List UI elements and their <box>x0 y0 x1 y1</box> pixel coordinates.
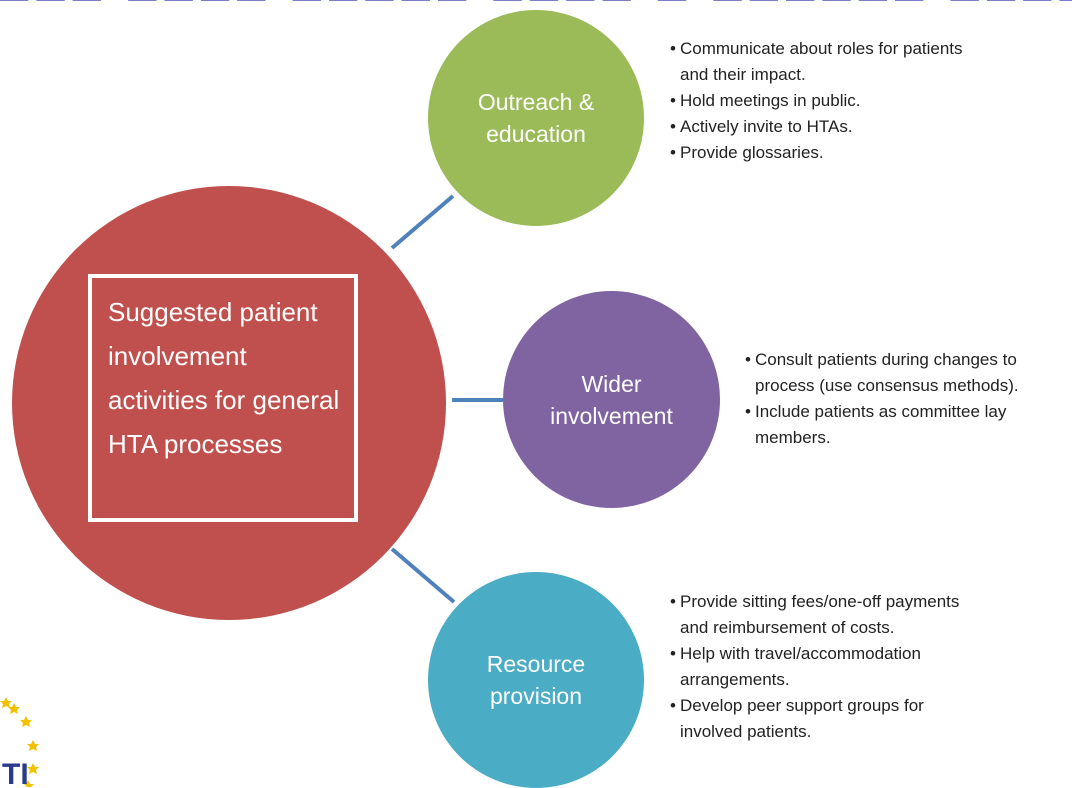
star-icon <box>0 697 12 708</box>
main-topic-circle <box>12 186 446 620</box>
bullet-item: Actively invite to HTAs. <box>670 114 970 140</box>
outreach-education-circle: Outreach & education <box>428 10 644 226</box>
wider-involvement-circle: Wider involvement <box>503 291 720 508</box>
connector-resource <box>390 547 456 604</box>
bullet-item: Consult patients during changes to proce… <box>745 347 1072 399</box>
main-topic-box: Suggested patient involvement activities… <box>88 274 358 522</box>
star-icon <box>20 716 32 727</box>
bullet-item: Develop peer support groups for involved… <box>670 693 990 745</box>
connector-outreach <box>390 194 455 250</box>
wider-involvement-title: Wider involvement <box>550 370 673 429</box>
resource-provision-title: Resource provision <box>486 651 586 709</box>
wider-involvement-bullets: Consult patients during changes to proce… <box>745 347 1072 451</box>
bullet-item: Communicate about roles for patients and… <box>670 36 970 88</box>
bullet-item: Include patients as committee lay member… <box>745 399 1072 451</box>
logo-text: TI <box>2 758 29 787</box>
bullet-item: Provide glossaries. <box>670 140 970 166</box>
outreach-education-title: Outreach & education <box>477 89 595 147</box>
main-topic-text: Suggested patient involvement activities… <box>108 297 340 459</box>
bullet-item: Hold meetings in public. <box>670 88 970 114</box>
eu-stars-logo-icon: TI <box>0 697 39 787</box>
bullet-item: Help with travel/accommodation arrangeme… <box>670 641 990 693</box>
cropped-page-title: ▀▀▀ ▀▀▀▀ ▀▀▀▀▀ ▀▀▀▀ ▀ ▀▀▀▀▀▀ ▀▀▀▀ <box>0 0 1072 18</box>
star-icon <box>27 763 39 774</box>
bullet-item: Provide sitting fees/one-off payments an… <box>670 589 990 641</box>
outreach-education-bullets: Communicate about roles for patients and… <box>670 36 970 166</box>
resource-provision-circle: Resource provision <box>428 572 644 788</box>
resource-provision-bullets: Provide sitting fees/one-off payments an… <box>670 589 990 745</box>
star-icon <box>24 780 34 787</box>
star-icon <box>27 740 39 751</box>
star-icon <box>8 703 20 714</box>
